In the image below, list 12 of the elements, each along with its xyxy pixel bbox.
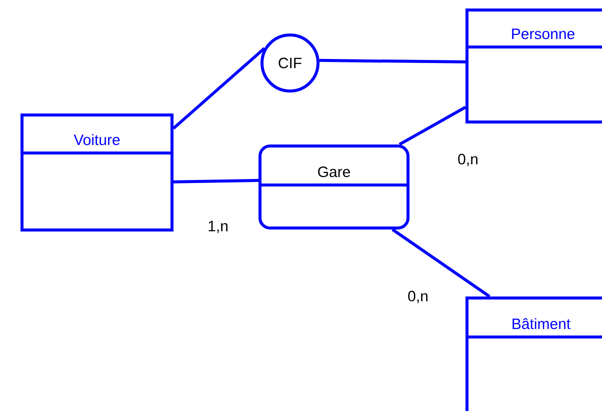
- connector-line: [172, 47, 266, 130]
- cardinality-label: 0,n: [408, 290, 428, 304]
- connector-line: [398, 106, 466, 146]
- connector-line: [173, 178, 259, 184]
- association-box: Gare: [258, 144, 410, 230]
- entity-box: Personne: [466, 8, 602, 124]
- connector-line: [392, 228, 490, 298]
- entity-box: Voiture: [20, 114, 174, 232]
- entity-box: Bâtiment: [466, 296, 602, 411]
- cardinality-label: 1,n: [208, 220, 228, 234]
- connector-line: [319, 58, 466, 64]
- cardinality-label: 0,n: [458, 154, 478, 166]
